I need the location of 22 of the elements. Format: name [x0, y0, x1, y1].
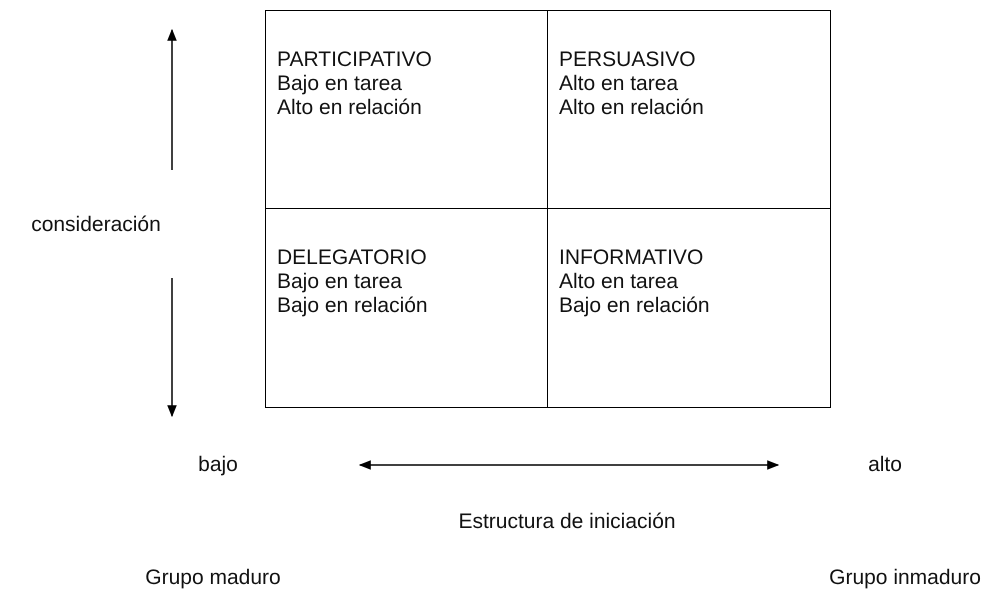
style-description: Alto en relación — [277, 96, 422, 120]
style-heading: PERSUASIVO — [559, 48, 696, 72]
axis-label: consideración — [31, 213, 161, 237]
style-description: Alto en relación — [559, 96, 704, 120]
matrix-cell — [265, 10, 549, 210]
style-heading: INFORMATIVO — [559, 246, 704, 270]
scale-label: Grupo inmaduro — [829, 566, 981, 590]
scale-label: alto — [868, 453, 902, 477]
style-description: Bajo en relación — [277, 294, 428, 318]
style-heading: PARTICIPATIVO — [277, 48, 432, 72]
style-heading: DELEGATORIO — [277, 246, 427, 270]
matrix-cell — [547, 10, 831, 210]
scale-label: Grupo maduro — [145, 566, 281, 590]
style-description: Bajo en tarea — [277, 270, 402, 294]
style-description: Bajo en tarea — [277, 72, 402, 96]
matrix-cell — [265, 208, 549, 408]
matrix-cell — [547, 208, 831, 408]
scale-label: bajo — [198, 453, 238, 477]
style-description: Alto en tarea — [559, 72, 678, 96]
style-description: Bajo en relación — [559, 294, 710, 318]
axis-label: Estructura de iniciación — [458, 510, 676, 534]
style-description: Alto en tarea — [559, 270, 678, 294]
